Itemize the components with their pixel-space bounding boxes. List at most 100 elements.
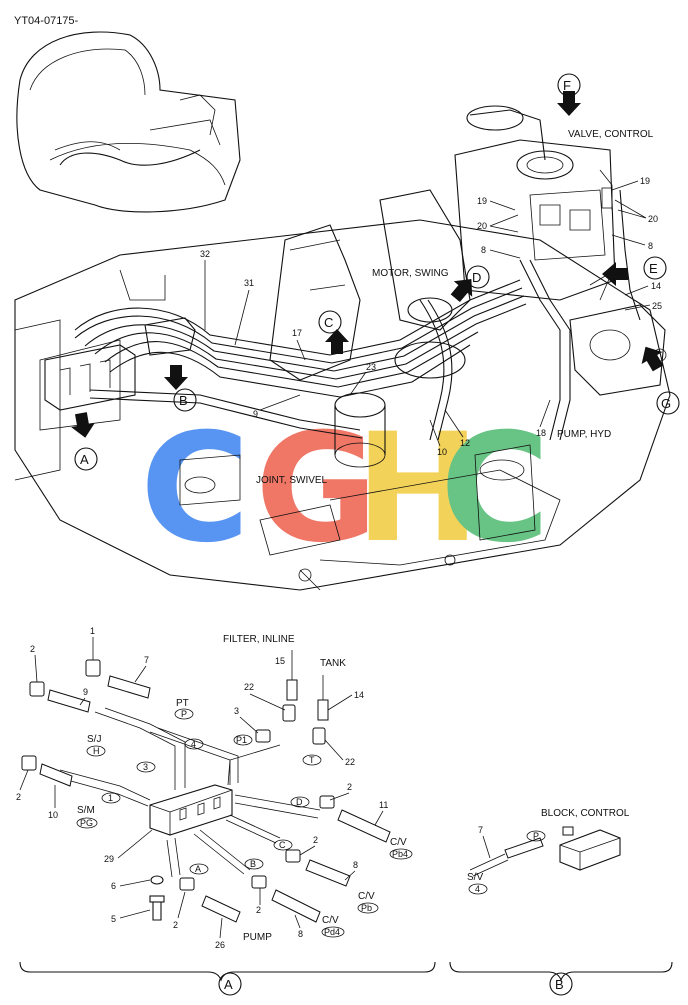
part-6: 6 (111, 881, 116, 891)
part-26: 26 (215, 940, 225, 950)
callout-f: F (563, 78, 571, 93)
upper-frame (14, 219, 671, 591)
part-23: 23 (366, 362, 376, 372)
part-20-lower: 20 (615, 267, 625, 277)
label-joint-swivel: JOINT, SWIVEL (256, 475, 328, 486)
label-pump: PUMP (243, 932, 272, 943)
part-2-d: 2 (313, 835, 318, 845)
part-20-right: 20 (648, 214, 658, 224)
part-22-b: 22 (345, 757, 355, 767)
pilot-hoses (74, 189, 641, 441)
part-17: 17 (292, 328, 302, 338)
part-14-lower: 14 (354, 690, 364, 700)
part-31: 31 (244, 278, 254, 288)
footer-brackets: A B (19, 961, 673, 996)
watermark-letter-1: C (140, 402, 250, 576)
part-32: 32 (200, 249, 210, 259)
watermark: C G H C (140, 402, 550, 576)
part-5: 5 (111, 914, 116, 924)
view-arrows (71, 91, 664, 438)
part-12-upper: 12 (460, 438, 470, 448)
view-a-detail (21, 650, 391, 923)
footer-view-a: A (224, 977, 233, 992)
part-2-f: 2 (173, 920, 178, 930)
part-2-c: 2 (347, 782, 352, 792)
part-8-lower-b: 8 (298, 929, 303, 939)
port-pt-code: P (181, 709, 187, 719)
part-2-b: 2 (16, 792, 21, 802)
label-valve-control: VALVE, CONTROL (568, 129, 654, 140)
port-pt: PT (176, 698, 189, 709)
part-11: 11 (379, 800, 388, 810)
watermark-letter-3: H (355, 402, 481, 576)
control-block-upper (44, 317, 196, 411)
upper-part-numbers: 32 31 17 23 9 10 12 18 19 20 19 20 8 8 2… (200, 176, 662, 457)
upper-labels: VALVE, CONTROL MOTOR, SWING PUMP, HYD JO… (256, 129, 654, 486)
part-2-e: 2 (256, 905, 261, 915)
port-c: C (279, 840, 286, 850)
part-20-left: 20 (477, 221, 487, 231)
label-motor-swing: MOTOR, SWING (372, 268, 449, 279)
port-3: 3 (143, 762, 148, 772)
doc-code: YT04-07175- (14, 15, 79, 27)
callout-b: B (179, 393, 188, 408)
port-d: D (296, 797, 303, 807)
port-4: 4 (191, 739, 196, 749)
port-1: 1 (108, 793, 113, 803)
port-labels: PT P 4 P1 S/J H 3 T S/M PG 1 D C B A C/V… (76, 698, 546, 938)
part-8-left: 8 (481, 245, 486, 255)
port-pd4: Pd4 (324, 927, 340, 937)
part-19-left: 19 (477, 196, 487, 206)
watermark-letter-4: C (440, 402, 550, 576)
lower-part-numbers: 1 2 7 9 2 10 15 22 3 14 22 2 11 2 8 2 8 … (16, 626, 491, 950)
part-7-b: 7 (478, 825, 483, 835)
port-sm: S/M (77, 805, 95, 816)
part-15: 15 (275, 656, 285, 666)
port-t: T (309, 755, 315, 765)
part-22-a: 22 (244, 682, 254, 692)
part-19-right: 19 (640, 176, 650, 186)
callout-c: C (324, 315, 333, 330)
port-h: H (93, 746, 100, 756)
part-14-upper: 14 (651, 281, 661, 291)
part-8-lower-a: 8 (353, 860, 358, 870)
label-block-control: BLOCK, CONTROL (541, 808, 630, 819)
part-25: 25 (652, 301, 662, 311)
part-7-a: 7 (144, 655, 149, 665)
port-sj: S/J (87, 734, 101, 745)
part-2-a: 2 (30, 644, 35, 654)
label-filter-inline: FILTER, INLINE (223, 634, 295, 645)
part-9-lower: 9 (83, 687, 88, 697)
swing-motor-bracket (269, 189, 471, 381)
port-cv-1: C/V (390, 837, 407, 848)
callout-g: G (661, 396, 671, 411)
label-pump-hyd: PUMP, HYD (557, 429, 611, 440)
port-pb: Pb (361, 903, 372, 913)
part-1: 1 (90, 626, 95, 636)
machine-inset (16, 31, 241, 213)
view-b-detail (469, 826, 621, 877)
part-8-right: 8 (648, 241, 653, 251)
port-p1: P1 (236, 735, 247, 745)
callout-e: E (649, 261, 658, 276)
port-sv: S/V (467, 872, 483, 883)
port-a: A (195, 864, 201, 874)
part-3: 3 (234, 706, 239, 716)
part-10-upper: 10 (437, 447, 447, 457)
part-29: 29 (104, 854, 114, 864)
lower-labels: FILTER, INLINE TANK BLOCK, CONTROL PUMP (223, 634, 630, 943)
footer-view-b: B (555, 977, 564, 992)
port-b: B (250, 859, 256, 869)
part-10-lower: 10 (48, 810, 58, 820)
part-9-upper: 9 (253, 409, 258, 419)
label-tank: TANK (320, 658, 346, 669)
callout-a: A (80, 452, 89, 467)
port-cv-2: C/V (358, 891, 375, 902)
swivel-joint (334, 297, 466, 468)
callout-circles: F D E C B A G (74, 73, 680, 471)
callout-d: D (472, 270, 481, 285)
part-18: 18 (536, 428, 546, 438)
port-cv-3: C/V (322, 915, 339, 926)
